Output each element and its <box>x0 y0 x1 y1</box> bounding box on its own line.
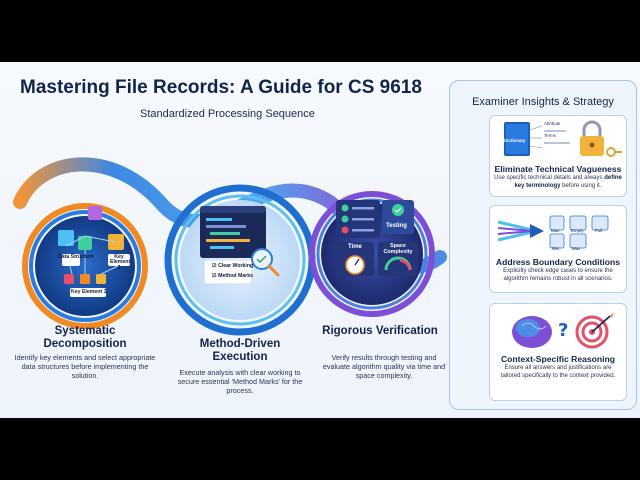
card-2-title: Address Boundary Conditions <box>495 257 621 267</box>
dictionary-label: Dictionary <box>504 138 526 143</box>
stage-3-graphic <box>309 191 435 317</box>
card-1-title: Eliminate Technical Vagueness <box>494 164 622 174</box>
data-structure-label: Data Structure <box>58 254 94 260</box>
insight-card-context: ? Context-Specific Reasoning Ensure all … <box>489 303 627 401</box>
svg-text:?: ? <box>558 320 568 341</box>
stage-1-description: Identify key elements and select appropr… <box>14 353 156 380</box>
testing-label: Testing <box>386 223 407 229</box>
stage-3-title: Rigorous Verification <box>322 325 438 337</box>
min-label: Min <box>552 246 560 251</box>
checklist-item-clear-working: ☑ Clear Working <box>212 263 254 269</box>
time-label: Time <box>348 244 362 250</box>
stage-1-graphic <box>22 203 148 329</box>
page-title: Mastering File Records: A Guide for CS 9… <box>20 77 422 98</box>
terms-label: Terms <box>544 133 556 138</box>
stage-2-description: Execute analysis with clear working to s… <box>177 368 303 395</box>
insight-card-vagueness: Dictionary Attribute Terms Eliminate Tec… <box>489 115 627 197</box>
card-3-description: Ensure all answers and justifications ar… <box>500 365 616 379</box>
full-label: Full <box>595 228 603 233</box>
card-3-title: Context-Specific Reasoning <box>500 354 616 364</box>
empty-label: Empty <box>571 228 584 233</box>
checklist-item-method-marks: ☑ Method Marks <box>212 273 253 279</box>
boundary-arrows-icon <box>497 215 609 249</box>
stage-2-title: Method-Driven Execution <box>199 338 281 364</box>
key-element-2-label: Key Element 2 <box>110 254 131 271</box>
insight-card-boundary: Max Empty Full Min Max Address Boundary … <box>489 205 627 293</box>
max-label-2: Max <box>572 246 581 251</box>
key-element-1-label: Key Element 1 <box>71 289 107 295</box>
infographic-canvas: Mastering File Records: A Guide for CS 9… <box>0 62 640 418</box>
process-flow-graphic <box>13 157 447 336</box>
page-subtitle: Standardized Processing Sequence <box>140 108 315 120</box>
dictionary-lock-icon <box>504 120 622 157</box>
stage-2-graphic <box>164 184 316 336</box>
max-label: Max <box>551 228 560 233</box>
space-complexity-label: Space Complexity <box>383 243 413 255</box>
brain-target-icon: ? <box>512 312 614 349</box>
card-1-description: Use specific technical details and alway… <box>494 175 622 189</box>
attribute-label: Attribute <box>544 121 561 126</box>
panel-title: Examiner Insights & Strategy <box>472 96 614 108</box>
examiner-insights-panel: Examiner Insights & Strategy Dictionary … <box>449 80 637 410</box>
stage-1-title: Systematic Decomposition <box>43 325 127 351</box>
stage-3-description: Verify results through testing and evalu… <box>322 353 446 380</box>
card-2-description: Explicitly check edge cases to ensure th… <box>503 268 613 282</box>
